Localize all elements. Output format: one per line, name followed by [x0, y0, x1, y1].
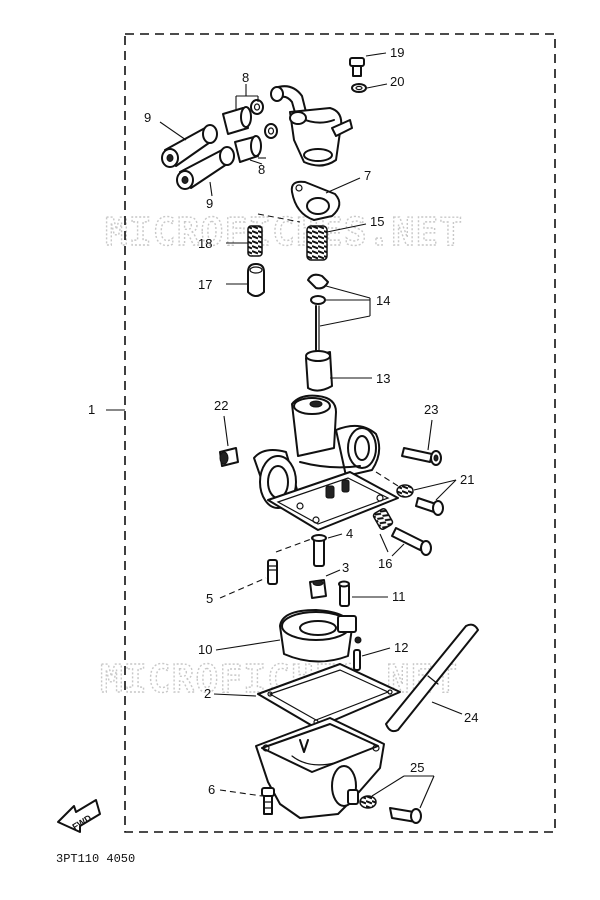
part-9-boot-lower — [176, 146, 235, 190]
part-19-screw — [349, 57, 365, 77]
part-5-pilot-jet — [267, 559, 278, 585]
label-15: 15 — [370, 214, 384, 229]
part-11-starter-jet — [338, 580, 350, 607]
label-9-upper: 9 — [144, 110, 151, 125]
part-2-float-chamber-gasket — [257, 663, 401, 729]
label-3: 3 — [342, 560, 349, 575]
label-17: 17 — [198, 277, 212, 292]
part-24-drain-hose — [385, 623, 479, 733]
carburetor-body — [253, 394, 399, 531]
part-16-throttle-stop-screw — [372, 508, 432, 556]
watermark-top: MICROFICHES.NET — [105, 210, 463, 254]
label-8-upper: 8 — [242, 70, 249, 85]
part-10-float — [279, 609, 362, 663]
part-8-cap-upper — [222, 99, 264, 135]
part-6-screw — [261, 787, 275, 815]
label-9-lower: 9 — [206, 196, 213, 211]
label-10: 10 — [198, 642, 212, 657]
part-labels: 1 2 3 4 5 6 7 8 8 9 9 10 11 12 13 14 15 … — [88, 45, 478, 797]
label-22: 22 — [214, 398, 228, 413]
label-21: 21 — [460, 472, 474, 487]
label-7: 7 — [364, 168, 371, 183]
part-18-spring — [247, 225, 263, 257]
label-24: 24 — [464, 710, 478, 725]
part-7-gasket-plate — [290, 180, 341, 221]
forward-direction-marker: FWD — [57, 799, 101, 833]
label-20: 20 — [390, 74, 404, 89]
part-12-float-pin — [353, 649, 361, 671]
label-4: 4 — [346, 526, 353, 541]
part-13-throttle-valve — [305, 350, 333, 392]
assembly-border — [124, 33, 556, 833]
label-6: 6 — [208, 782, 215, 797]
part-3-main-jet — [309, 579, 327, 599]
part-15-spring — [306, 225, 328, 261]
part-8-cap-lower — [234, 123, 278, 163]
label-25: 25 — [410, 760, 424, 775]
label-12: 12 — [394, 640, 408, 655]
starter-elbow-assembly — [270, 85, 353, 167]
leader-lines — [106, 52, 463, 809]
label-1: 1 — [88, 402, 95, 417]
label-23: 23 — [424, 402, 438, 417]
part-21-pilot-screw — [396, 484, 444, 516]
part-17-plunger — [247, 263, 265, 297]
label-5: 5 — [206, 591, 213, 606]
part-22-cap — [219, 447, 239, 467]
label-16: 16 — [378, 556, 392, 571]
part-20-washer — [351, 83, 367, 93]
part-14-clip-needle — [307, 273, 329, 353]
part-9-boot-upper — [161, 124, 218, 168]
part-25-drain-screw — [359, 795, 422, 824]
label-8-lower: 8 — [258, 162, 265, 177]
label-19: 19 — [390, 45, 404, 60]
label-14: 14 — [376, 293, 390, 308]
part-4-needle-jet — [311, 534, 327, 567]
label-13: 13 — [376, 371, 390, 386]
figure-code: 3PT110 4050 — [56, 852, 135, 866]
label-18: 18 — [198, 236, 212, 251]
part-23-screw — [401, 447, 442, 466]
label-2: 2 — [204, 686, 211, 701]
label-11: 11 — [392, 589, 406, 604]
